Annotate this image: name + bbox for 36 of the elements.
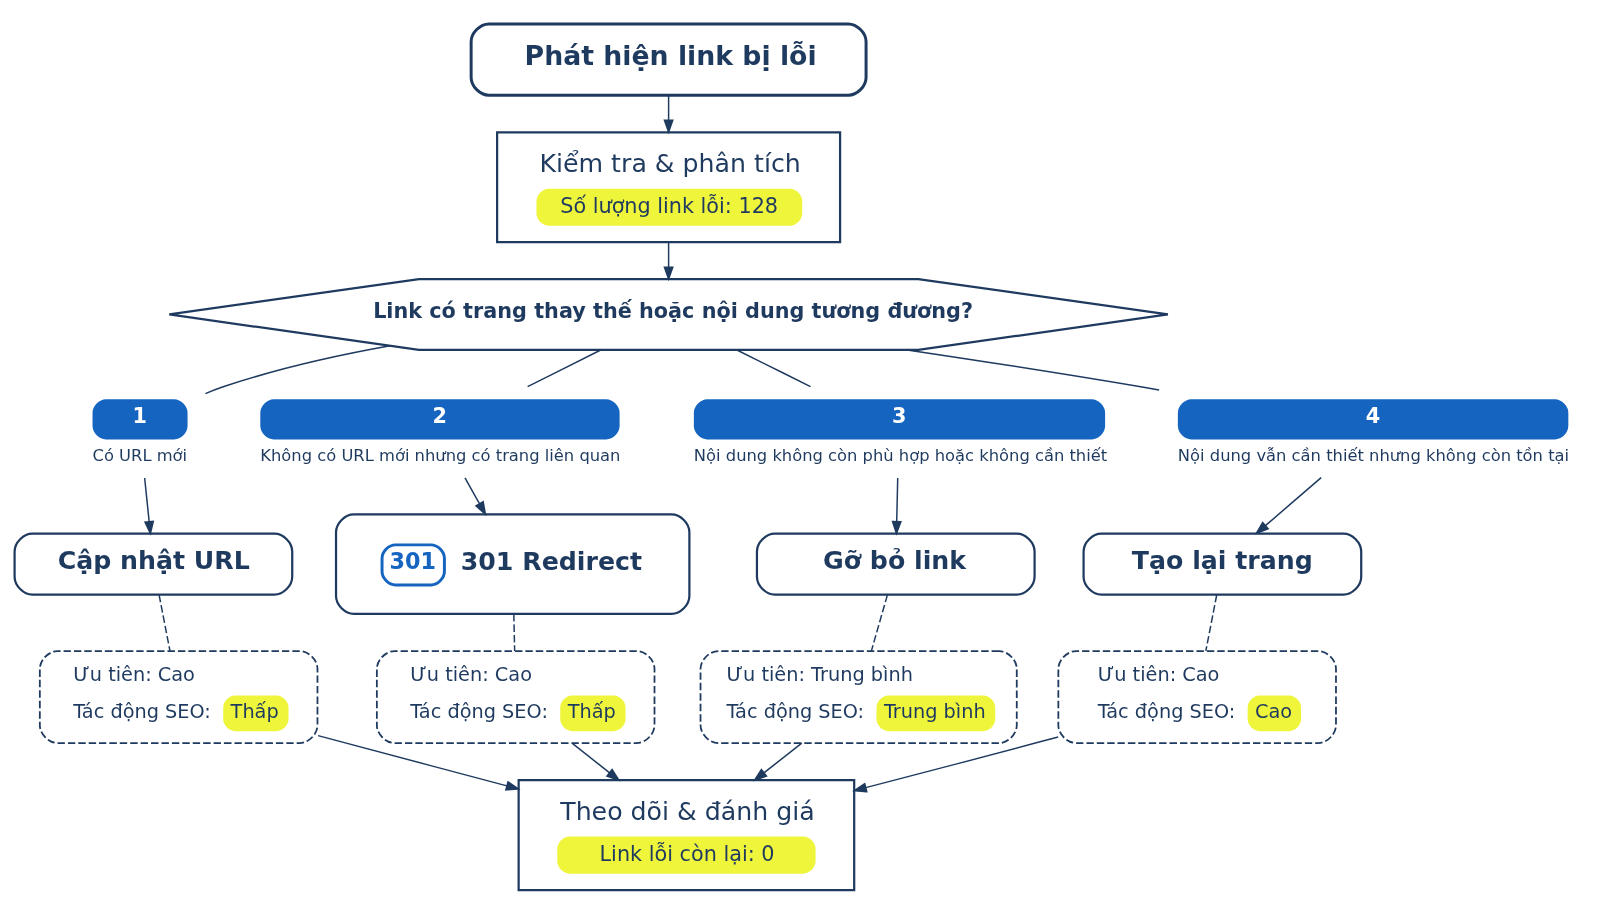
node-box: 3 [693,399,1106,440]
connector [204,345,391,395]
node-box: Gỡ bỏ link [755,532,1036,596]
node-label: Nội dung không còn phù hợp hoặc không cần thiết [693,446,1108,466]
connector [158,594,171,652]
connector [735,348,812,388]
arrow [1254,476,1322,535]
node-box: Theo dõi & đánh giá Link lỗi còn lại: 0 [517,779,856,892]
arrow [663,95,674,135]
node-box: 4 [1177,399,1569,440]
node-box: 1 [92,399,188,440]
connector [1205,594,1218,652]
node-label: Có URL mới [92,446,188,466]
node-box: Ưu tiên: Cao Tác động SEO: Thấp [375,650,656,744]
arrow [143,477,155,536]
arrow [752,742,803,782]
connector [526,348,602,388]
node-label: Không có URL mới nhưng có trang liên quan [260,446,621,466]
node-box: Ưu tiên: Cao Tác động SEO: Thấp [38,650,319,744]
node-box: Phát hiện link bị lỗi [469,22,868,97]
connector [870,594,889,652]
node-box: 301 301 Redirect [334,513,691,615]
arrow [852,736,1059,793]
arrow [891,477,902,536]
arrow [663,242,674,282]
arrow [464,477,487,517]
node-label: Nội dung vẫn cần thiết nhưng không còn tồn tại [1177,446,1570,466]
node-box: Cập nhật URL [13,532,294,596]
node-box: Ưu tiên: Trung bình Tác động SEO: Trung bình [699,650,1018,744]
arrow [317,734,521,791]
node-box: Kiểm tra & phân tích Số lượng link lỗi: 128 [496,131,842,244]
node-box: Ưu tiên: Cao Tác động SEO: Cao [1057,650,1337,744]
node-box: Tạo lại trang [1082,532,1363,596]
arrow [571,742,621,782]
connector [513,613,516,652]
node-box: 2 [260,399,620,440]
